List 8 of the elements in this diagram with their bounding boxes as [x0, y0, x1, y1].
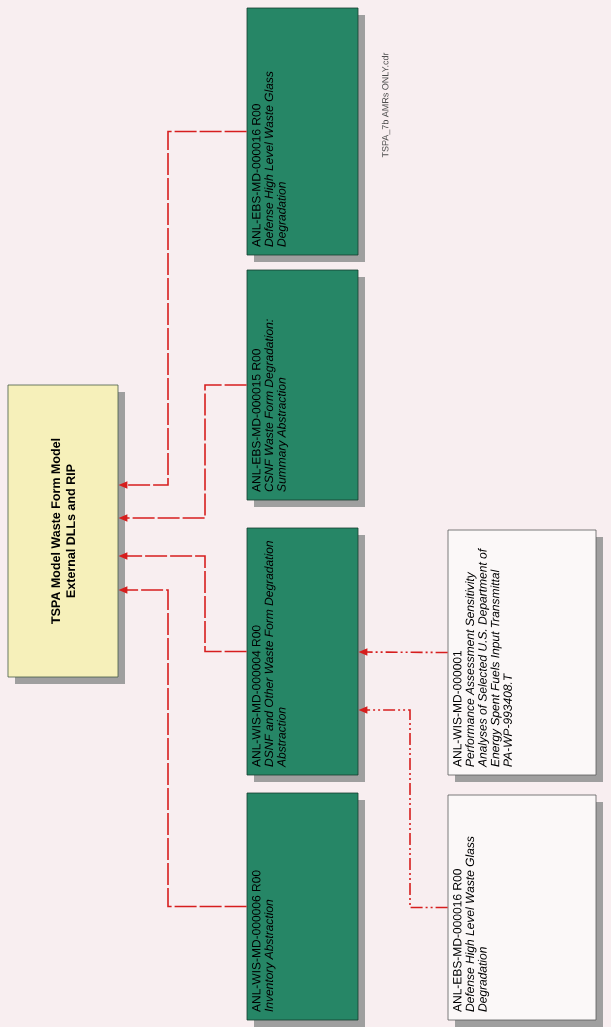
file-name-note: TSPA_7b AMRs ONLY.cdr	[381, 52, 391, 158]
process-box: ANL-EBS-MD-000016 R00 Defense High Level Waste Glass Degradation	[447, 794, 603, 1027]
process-box: ANL-WIS-MD-000001 Performance Assessment Sensitivity Analyses of Selected U.S. Department of Energy Spent Fuels Input Transmittal PA-WP-993408.T	[447, 529, 603, 782]
process-box: ANL-WIS-MD-000004 R00 DSNF and Other Waste Form Degradation Abstraction	[246, 527, 365, 782]
process-box: ANL-EBS-MD-000015 R00 CSNF Waste Form Degradation: Summary Abstraction	[246, 269, 365, 507]
process-box: TSPA Model Waste Form Model External DLLs and RIP	[7, 384, 125, 684]
process-box: ANL-WIS-MD-000006 R00 Inventory Abstraction	[246, 792, 365, 1027]
process-box: ANL-EBS-MD-000016 R00 Defense High Level Waste Glass Degradation	[246, 7, 365, 262]
